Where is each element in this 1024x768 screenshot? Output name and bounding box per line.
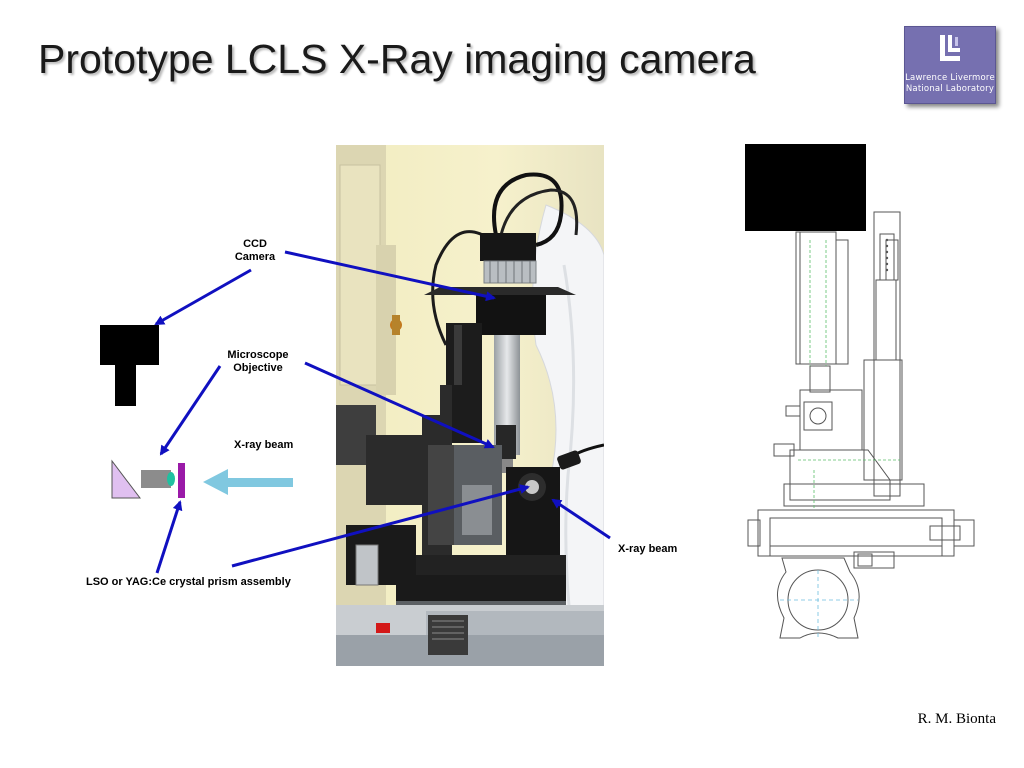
- crystal-plate-icon: [178, 463, 185, 498]
- llnl-logo-mark-icon: [940, 35, 960, 61]
- objective-label-line2: Objective: [233, 362, 283, 374]
- ccd-camera-label-line1: CCD: [243, 238, 267, 250]
- microscope-objective-label: Microscope Objective: [220, 349, 296, 375]
- arrow-ccd-to-schematic: [154, 268, 252, 326]
- objective-schematic-icon: [141, 470, 171, 488]
- logo-line-2: National Laboratory: [905, 84, 995, 94]
- objective-tip-icon: [167, 472, 175, 486]
- objective-label-line1: Microscope: [227, 349, 289, 361]
- prism-icon: [111, 459, 142, 499]
- xray-beam-label-right: X-ray beam: [618, 543, 678, 555]
- arrow-crystal-to-schematic: [155, 500, 183, 574]
- crystal-assembly-label: LSO or YAG:Ce crystal prism assembly: [86, 576, 291, 588]
- ccd-camera-label-line2: Camera: [234, 251, 276, 263]
- ccd-camera-schematic-icon: [100, 325, 159, 406]
- llnl-logo: Lawrence Livermore National Laboratory: [904, 26, 996, 104]
- camera-setup-photo: [336, 145, 604, 666]
- slide-title: Prototype LCLS X-Ray imaging camera: [38, 36, 756, 82]
- arrow-objective-to-photo: [304, 361, 495, 449]
- logo-line-1: Lawrence Livermore: [905, 73, 995, 83]
- camera-technical-drawing: [745, 144, 975, 640]
- xray-beam-arrow-icon: [203, 469, 293, 495]
- arrow-xray-to-photo: [551, 498, 611, 540]
- arrow-crystal-to-photo: [231, 484, 530, 568]
- arrow-ccd-to-photo: [284, 250, 496, 302]
- ccd-camera-label: CCD Camera: [230, 238, 280, 264]
- arrow-objective-to-schematic: [159, 365, 222, 456]
- xray-beam-label-left: X-ray beam: [234, 439, 294, 451]
- author-footer: R. M. Bionta: [917, 711, 996, 727]
